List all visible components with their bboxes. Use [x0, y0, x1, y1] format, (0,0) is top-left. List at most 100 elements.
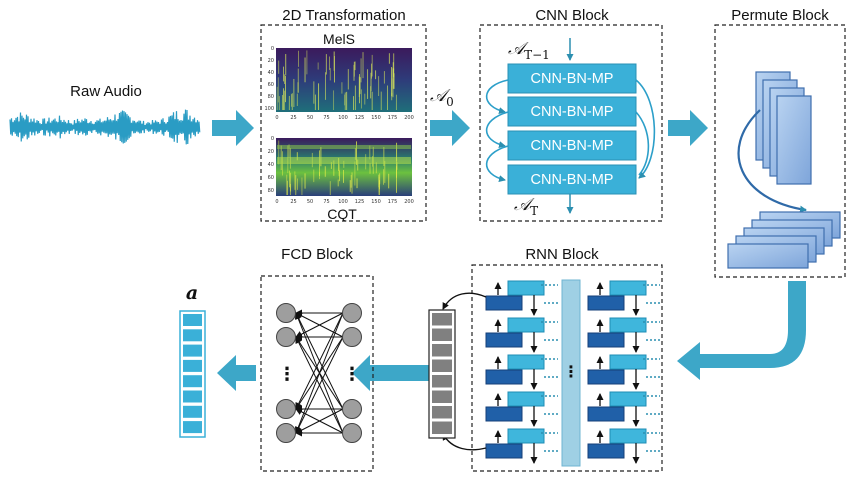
- fcd-node: [276, 399, 296, 419]
- permute-block: [714, 24, 846, 278]
- rnn-forward-cell: [507, 280, 545, 296]
- tick-label: 50: [307, 115, 313, 121]
- cnn-skip-connections: [485, 79, 656, 182]
- arrow-permute-to-rnn: [677, 281, 806, 380]
- rnn-forward-cell: [609, 317, 647, 333]
- fcd-node: [276, 327, 296, 347]
- rnn-backward-cell: [485, 369, 523, 385]
- fcd-connections: [294, 309, 344, 437]
- tick-label: 80: [268, 188, 274, 194]
- output-cell: [183, 390, 202, 403]
- cnn-layer-4: CNN-BN-MP: [507, 164, 637, 195]
- rnn-forward-cell: [507, 317, 545, 333]
- rnn-forward-cell: [609, 354, 647, 370]
- vector-cell: [432, 344, 452, 357]
- tick-label: 20: [268, 149, 274, 155]
- mels-label: MelS: [323, 31, 355, 47]
- fcd-block-title: FCD Block: [281, 246, 353, 263]
- rnn-forward-cell: [507, 428, 545, 444]
- tick-label: 125: [355, 115, 365, 121]
- tick-label: 0: [275, 115, 278, 121]
- cnn-layer-2: CNN-BN-MP: [507, 96, 637, 127]
- vector-cell: [432, 328, 452, 341]
- rnn-forward-cell: [507, 391, 545, 407]
- tick-label: 25: [290, 115, 296, 121]
- rnn-ellipsis: ⋮: [563, 362, 579, 381]
- tick-label: 0: [275, 199, 278, 205]
- output-cell: [183, 405, 202, 418]
- tick-label: 100: [338, 115, 348, 121]
- tick-label: 175: [388, 199, 398, 205]
- fcd-edge: [295, 312, 344, 410]
- vector-cell: [432, 313, 452, 326]
- cnn-layer-3: CNN-BN-MP: [507, 130, 637, 161]
- tick-label: 50: [307, 199, 313, 205]
- vector-cell: [432, 390, 452, 403]
- rnn-backward-cell: [587, 443, 625, 459]
- tick-label: 40: [268, 162, 274, 168]
- rnn-backward-cell: [587, 332, 625, 348]
- arrow-cnn-to-permute: [668, 110, 708, 146]
- permute-stack-horizontal: [727, 211, 841, 269]
- tick-label: 20: [268, 58, 274, 64]
- cnn-input-symbol: 𝒜T−1: [508, 39, 550, 62]
- rnn-forward-cell: [507, 354, 545, 370]
- fcd-edge: [295, 336, 344, 434]
- permute-stack-vertical: [755, 71, 812, 185]
- rnn-backward-cell: [485, 443, 523, 459]
- arrow-fcd-to-output: [217, 355, 256, 391]
- a0-symbol: 𝒜0: [430, 86, 454, 109]
- cnn-block-title: CNN Block: [535, 7, 609, 24]
- rnn-backward-cell: [485, 295, 523, 311]
- rnn-backward-cell: [587, 369, 625, 385]
- output-label: a: [186, 282, 198, 304]
- fcd-node: [342, 399, 362, 419]
- permute-block-title: Permute Block: [731, 7, 829, 24]
- svg-text:CNN-BN-MP: CNN-BN-MP: [531, 172, 614, 188]
- cnn-layer-1: CNN-BN-MP: [507, 63, 637, 94]
- tick-label: 60: [268, 175, 274, 181]
- vector-cell: [432, 421, 452, 434]
- cnn-block: [479, 24, 663, 222]
- tick-label: 100: [338, 199, 348, 205]
- fcd-node: [342, 327, 362, 347]
- rnn-backward-cell: [587, 406, 625, 422]
- output-cell: [183, 375, 202, 388]
- rnn-cells: [485, 280, 660, 464]
- fcd-ellipsis-right: ⋮: [343, 364, 361, 385]
- arrow-audio-to-transform: [212, 110, 254, 146]
- fcd-edge: [295, 408, 344, 434]
- tick-label: 175: [388, 115, 398, 121]
- fcd-node: [276, 303, 296, 323]
- output-cell: [183, 344, 202, 357]
- tick-label: 80: [268, 94, 274, 100]
- transform-block: [260, 24, 427, 222]
- tick-label: 200: [404, 115, 414, 121]
- raw-audio-title: Raw Audio: [70, 83, 142, 100]
- tick-label: 150: [371, 199, 381, 205]
- output-vector: [179, 310, 206, 438]
- tick-label: 100: [264, 106, 274, 112]
- tick-label: 40: [268, 70, 274, 76]
- fcd-node: [342, 303, 362, 323]
- fcd-edge: [295, 312, 344, 338]
- svg-text:CNN-BN-MP: CNN-BN-MP: [531, 71, 614, 87]
- rnn-to-vector-top-line: [442, 292, 487, 310]
- arrow-rnn-to-vector: [352, 355, 438, 391]
- tick-label: 75: [323, 115, 329, 121]
- output-cell: [183, 421, 202, 434]
- vector-cell: [432, 406, 452, 419]
- tick-label: 125: [355, 199, 365, 205]
- rnn-forward-cell: [609, 391, 647, 407]
- svg-text:CNN-BN-MP: CNN-BN-MP: [531, 138, 614, 154]
- tick-label: 60: [268, 82, 274, 88]
- vector-cell: [432, 359, 452, 372]
- fcd-ellipsis-left: ⋮: [278, 364, 296, 385]
- output-cell: [183, 329, 202, 342]
- rnn-forward-cell: [609, 428, 647, 444]
- fcd-nodes: [276, 303, 362, 443]
- tick-label: 75: [323, 199, 329, 205]
